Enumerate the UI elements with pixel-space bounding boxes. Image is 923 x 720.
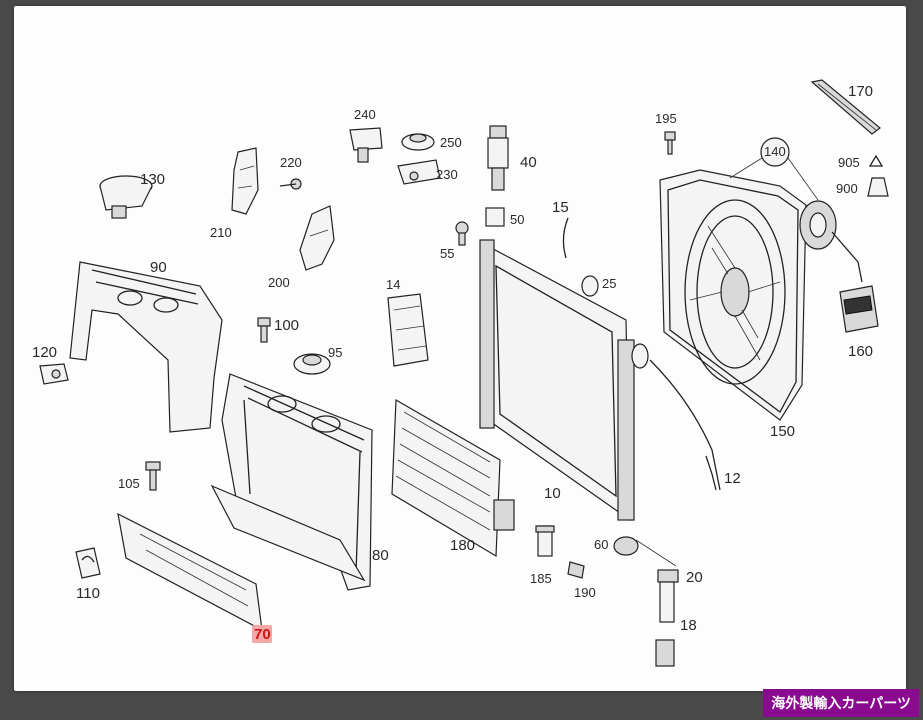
callout-220: 220 xyxy=(280,155,302,170)
part-95-cap xyxy=(293,353,331,375)
callout-40: 40 xyxy=(520,154,537,171)
callout-12: 12 xyxy=(724,470,741,487)
callout-60: 60 xyxy=(594,537,609,552)
callout-250: 250 xyxy=(440,135,462,150)
part-190-bolt xyxy=(567,561,585,579)
callout-110: 110 xyxy=(76,585,100,602)
callout-230: 230 xyxy=(436,167,458,182)
callout-180: 180 xyxy=(450,537,476,554)
part-150-fan-shroud xyxy=(659,169,807,421)
part-55-bolt xyxy=(455,221,469,246)
callout-18: 18 xyxy=(680,617,697,634)
part-185-valve xyxy=(535,525,555,557)
callout-130: 130 xyxy=(140,171,166,188)
part-90-upper-frame xyxy=(69,261,223,433)
callout-90: 90 xyxy=(150,259,167,276)
part-240-mount xyxy=(349,127,383,163)
part-120-plug xyxy=(39,363,69,385)
part-18-plug xyxy=(655,581,675,667)
part-130-cap xyxy=(99,175,153,219)
callout-14: 14 xyxy=(386,277,401,292)
callout-905: 905 xyxy=(838,155,860,170)
callout-185: 185 xyxy=(530,571,552,586)
part-250-cap xyxy=(401,133,435,151)
part-50-bushing xyxy=(485,207,505,227)
highlight-70-marker xyxy=(252,625,272,643)
callout-55: 55 xyxy=(440,246,455,261)
callout-150: 150 xyxy=(770,423,796,440)
callout-80: 80 xyxy=(372,547,389,564)
part-195-bolt xyxy=(664,131,676,155)
callout-10: 10 xyxy=(544,485,561,502)
callout-105: 105 xyxy=(118,476,140,491)
part-200-bracket xyxy=(299,205,335,271)
callout-160: 160 xyxy=(848,343,874,360)
callout-140: 140 xyxy=(764,144,786,159)
part-10-radiator xyxy=(479,239,649,522)
part-60-cap xyxy=(613,536,677,567)
part-160-resistor xyxy=(839,285,879,333)
part-15-line xyxy=(562,217,569,259)
callout-120: 120 xyxy=(32,344,58,361)
callout-50: 50 xyxy=(510,212,525,227)
part-25-grommet xyxy=(581,275,599,297)
callout-190: 190 xyxy=(574,585,596,600)
callout-15: 15 xyxy=(552,199,569,216)
callout-210: 210 xyxy=(210,225,232,240)
watermark-badge: 海外製輸入カーパーツ xyxy=(763,689,919,717)
part-12-cable xyxy=(649,359,721,491)
callout-20: 20 xyxy=(686,569,703,586)
part-100-bolt xyxy=(257,317,271,343)
part-20-drain xyxy=(657,569,679,583)
part-230-bracket xyxy=(397,159,441,185)
part-105-bolt xyxy=(145,461,161,491)
callout-240: 240 xyxy=(354,107,376,122)
callout-70-highlighted: 70 xyxy=(254,626,271,643)
part-40-sensor xyxy=(487,125,509,191)
callout-170: 170 xyxy=(848,83,874,100)
part-110-clip xyxy=(75,547,101,579)
part-140-fan-motor xyxy=(729,137,863,283)
part-210-bracket xyxy=(231,147,259,215)
part-905-900 xyxy=(867,154,889,197)
callout-900: 900 xyxy=(836,181,858,196)
callout-100: 100 xyxy=(274,317,300,334)
callout-195: 195 xyxy=(655,111,677,126)
part-180-condenser xyxy=(391,398,515,558)
part-14-module xyxy=(387,293,429,367)
callout-25: 25 xyxy=(602,276,617,291)
part-170-strap xyxy=(810,79,881,135)
callout-200: 200 xyxy=(268,275,290,290)
part-220-clip xyxy=(279,178,302,190)
callout-95: 95 xyxy=(328,345,343,360)
